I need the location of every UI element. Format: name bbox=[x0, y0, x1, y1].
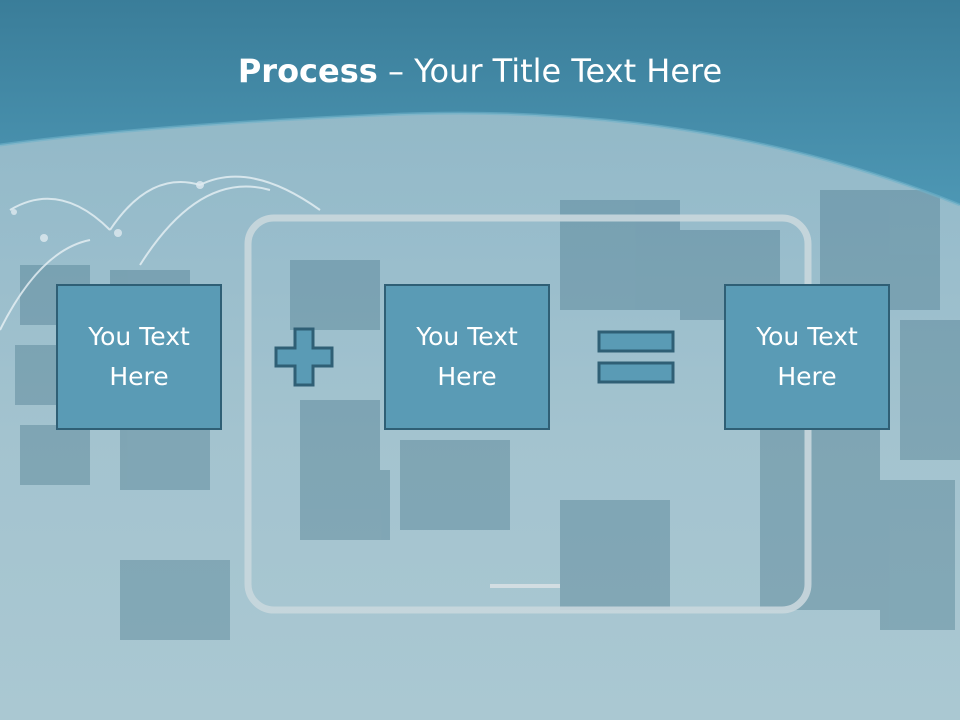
process-box-1-text: You Text Here bbox=[88, 322, 190, 391]
equals-icon bbox=[597, 330, 675, 384]
title-bold: Process bbox=[237, 52, 378, 90]
process-box-3[interactable]: You Text Here bbox=[724, 284, 890, 430]
slide-title: Process – Your Title Text Here bbox=[0, 52, 960, 90]
process-box-2[interactable]: You Text Here bbox=[384, 284, 550, 430]
process-box-2-text: You Text Here bbox=[416, 322, 518, 391]
process-box-3-text: You Text Here bbox=[756, 322, 858, 391]
plus-icon bbox=[274, 327, 334, 387]
process-box-1[interactable]: You Text Here bbox=[56, 284, 222, 430]
title-text: – Your Title Text Here bbox=[377, 52, 723, 90]
